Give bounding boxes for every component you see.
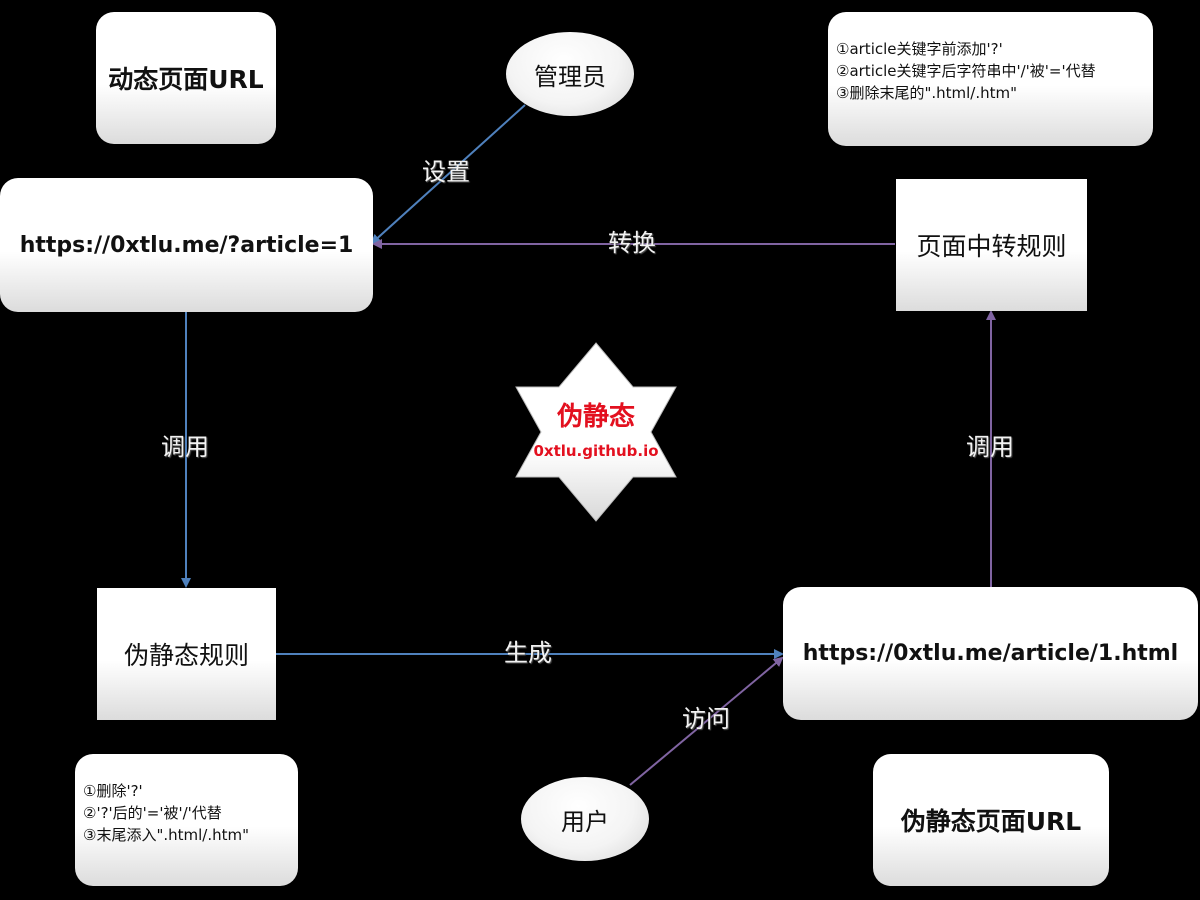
rule-step-3: ③末尾添入".html/.htm" — [83, 826, 250, 844]
static-rule-box: 伪静态规则 — [97, 588, 276, 720]
convert-step-2: ②article关键字后字符串中'/'被'='代替 — [836, 62, 1096, 80]
convert-rule-box: 页面中转规则 — [896, 179, 1087, 311]
dynamic-url: https://0xtlu.me/?article=1 — [19, 232, 354, 258]
label-convert: 转换 — [608, 229, 656, 257]
static-url-title-box: 伪静态页面URL — [873, 754, 1109, 886]
dynamic-url-title-box: 动态页面URL — [96, 12, 276, 144]
static-url-title: 伪静态页面URL — [900, 807, 1082, 836]
label-generate: 生成 — [504, 639, 552, 667]
convert-steps-note: ①article关键字前添加'?' ②article关键字后字符串中'/'被'=… — [828, 12, 1153, 146]
label-call-right: 调用 — [966, 433, 1014, 461]
static-rule: 伪静态规则 — [123, 641, 249, 670]
arrow-visit — [629, 656, 784, 786]
admin-label: 管理员 — [534, 62, 606, 91]
user-label: 用户 — [561, 807, 609, 836]
rule-step-2: ②'?'后的'='被'/'代替 — [83, 804, 222, 822]
static-url: https://0xtlu.me/article/1.html — [802, 641, 1179, 666]
label-call-left: 调用 — [161, 433, 209, 461]
arrow-set — [370, 104, 526, 245]
convert-step-1: ①article关键字前添加'?' — [836, 40, 1003, 58]
center-title: 伪静态 — [556, 402, 636, 432]
convert-step-3: ③删除末尾的".html/.htm" — [836, 84, 1018, 102]
center-subtitle: 0xtlu.github.io — [533, 442, 659, 460]
rule-step-1: ①删除'?' — [83, 782, 143, 800]
static-url-box: https://0xtlu.me/article/1.html — [783, 587, 1198, 720]
center-star — [515, 342, 677, 522]
dynamic-url-title: 动态页面URL — [108, 65, 264, 94]
rule-steps-note: ①删除'?' ②'?'后的'='被'/'代替 ③末尾添入".html/.htm" — [75, 754, 298, 886]
convert-rule: 页面中转规则 — [916, 232, 1067, 261]
label-visit: 访问 — [682, 705, 730, 733]
dynamic-url-box: https://0xtlu.me/?article=1 — [0, 178, 373, 312]
label-set: 设置 — [422, 158, 470, 186]
admin-ellipse: 管理员 — [506, 32, 634, 116]
user-ellipse: 用户 — [521, 777, 649, 861]
